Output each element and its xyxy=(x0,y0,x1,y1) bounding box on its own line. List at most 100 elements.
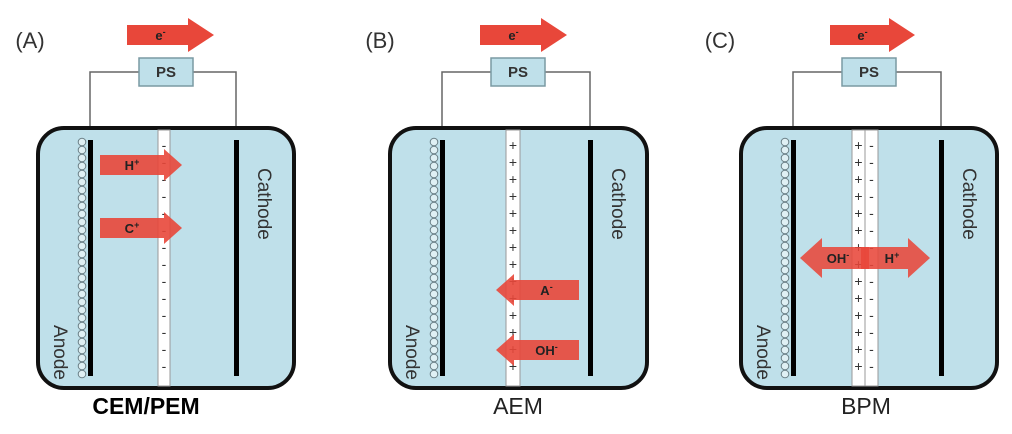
biofilm-cell xyxy=(780,241,790,251)
anode-electrode xyxy=(88,140,93,376)
electron-arrow xyxy=(127,18,214,52)
biofilm-cell xyxy=(429,137,439,147)
biofilm-cell xyxy=(77,305,87,315)
biofilm-cell xyxy=(780,369,790,379)
biofilm-cell xyxy=(429,297,439,307)
ion-arrow xyxy=(496,334,579,366)
biofilm-cell xyxy=(429,265,439,275)
charge-minus: - xyxy=(869,290,874,306)
charge-minus: - xyxy=(869,154,874,170)
biofilm-cell xyxy=(429,217,439,227)
anode-electrode xyxy=(791,140,796,376)
biofilm-cell xyxy=(429,369,439,379)
charge-minus: - xyxy=(162,239,167,255)
ion-label: H+ xyxy=(125,157,140,173)
wire-anode xyxy=(792,71,842,128)
biofilm-cell xyxy=(780,153,790,163)
charge-plus: + xyxy=(854,341,862,357)
membrane-caption: AEM xyxy=(493,393,543,419)
power-supply-box xyxy=(490,57,546,87)
charge-plus: + xyxy=(854,137,862,153)
biofilm-cell xyxy=(780,337,790,347)
biofilm-cell xyxy=(780,305,790,315)
wire-anode xyxy=(441,71,491,128)
panel-b: (B)e-PS++++++++++++++AnodeCathodeA-OH-AE… xyxy=(365,18,649,419)
biofilm-cell xyxy=(780,185,790,195)
biofilm-cell xyxy=(77,209,87,219)
biofilm-cell xyxy=(780,273,790,283)
charge-plus: + xyxy=(509,239,517,255)
biofilm-cell xyxy=(780,289,790,299)
biofilm-cell xyxy=(77,369,87,379)
charge-minus: - xyxy=(869,222,874,238)
cathode-label: Cathode xyxy=(958,168,979,240)
biofilm-cell xyxy=(429,321,439,331)
biofilm-cell xyxy=(77,313,87,323)
biofilm-cell xyxy=(77,225,87,235)
biofilm-cell xyxy=(429,185,439,195)
biofilm-cell xyxy=(429,161,439,171)
anode-label: Anode xyxy=(49,325,70,380)
biofilm-cell xyxy=(429,313,439,323)
charge-minus: - xyxy=(869,341,874,357)
charge-minus: - xyxy=(162,137,167,153)
biofilm-cell xyxy=(780,137,790,147)
wire-cathode xyxy=(545,71,591,128)
charge-plus: + xyxy=(854,290,862,306)
charge-plus: + xyxy=(509,324,517,340)
anode-biofilm xyxy=(429,137,439,379)
charge-minus: - xyxy=(162,341,167,357)
biofilm-cell xyxy=(780,169,790,179)
biofilm-cell xyxy=(429,233,439,243)
biofilm-cell xyxy=(780,145,790,155)
biofilm-cell xyxy=(77,161,87,171)
biofilm-cell xyxy=(429,281,439,291)
biofilm-cell xyxy=(429,345,439,355)
charge-minus: - xyxy=(869,324,874,340)
membrane xyxy=(505,129,521,387)
biofilm-cell xyxy=(429,257,439,267)
cathode-electrode xyxy=(234,140,239,376)
anode-biofilm xyxy=(780,137,790,379)
charge-minus: - xyxy=(162,307,167,323)
electron-label: e- xyxy=(857,27,867,43)
cathode-electrode xyxy=(588,140,593,376)
ion-arrow xyxy=(100,149,182,181)
biofilm-cell xyxy=(780,209,790,219)
ion-arrow xyxy=(100,212,182,244)
ion-label: H+ xyxy=(885,250,900,266)
charge-minus: - xyxy=(869,188,874,204)
anode-electrode xyxy=(440,140,445,376)
biofilm-cell xyxy=(429,249,439,259)
biofilm-cell xyxy=(780,345,790,355)
biofilm-cell xyxy=(77,329,87,339)
biofilm-cell xyxy=(780,297,790,307)
ion-label: A- xyxy=(540,282,552,298)
biofilm-cell xyxy=(77,321,87,331)
wire-cathode xyxy=(896,71,942,128)
charge-plus: + xyxy=(509,256,517,272)
charge-minus: - xyxy=(869,307,874,323)
biofilm-cell xyxy=(77,185,87,195)
biofilm-cell xyxy=(780,217,790,227)
biofilm-cell xyxy=(77,361,87,371)
charge-minus: - xyxy=(162,290,167,306)
biofilm-cell xyxy=(77,281,87,291)
charge-plus: + xyxy=(509,307,517,323)
cathode-label: Cathode xyxy=(607,168,628,240)
power-supply-box xyxy=(841,57,897,87)
biofilm-cell xyxy=(780,321,790,331)
charge-minus: - xyxy=(162,324,167,340)
biofilm-cell xyxy=(780,201,790,211)
charge-minus: - xyxy=(869,273,874,289)
biofilm-cell xyxy=(429,177,439,187)
ion-arrow-right xyxy=(861,238,930,278)
biofilm-cell xyxy=(780,257,790,267)
biofilm-cell xyxy=(77,145,87,155)
charge-plus: + xyxy=(509,358,517,374)
wire-anode xyxy=(89,71,139,128)
charge-minus: - xyxy=(869,358,874,374)
biofilm-cell xyxy=(77,169,87,179)
biofilm-cell xyxy=(77,249,87,259)
biofilm-cell xyxy=(429,193,439,203)
